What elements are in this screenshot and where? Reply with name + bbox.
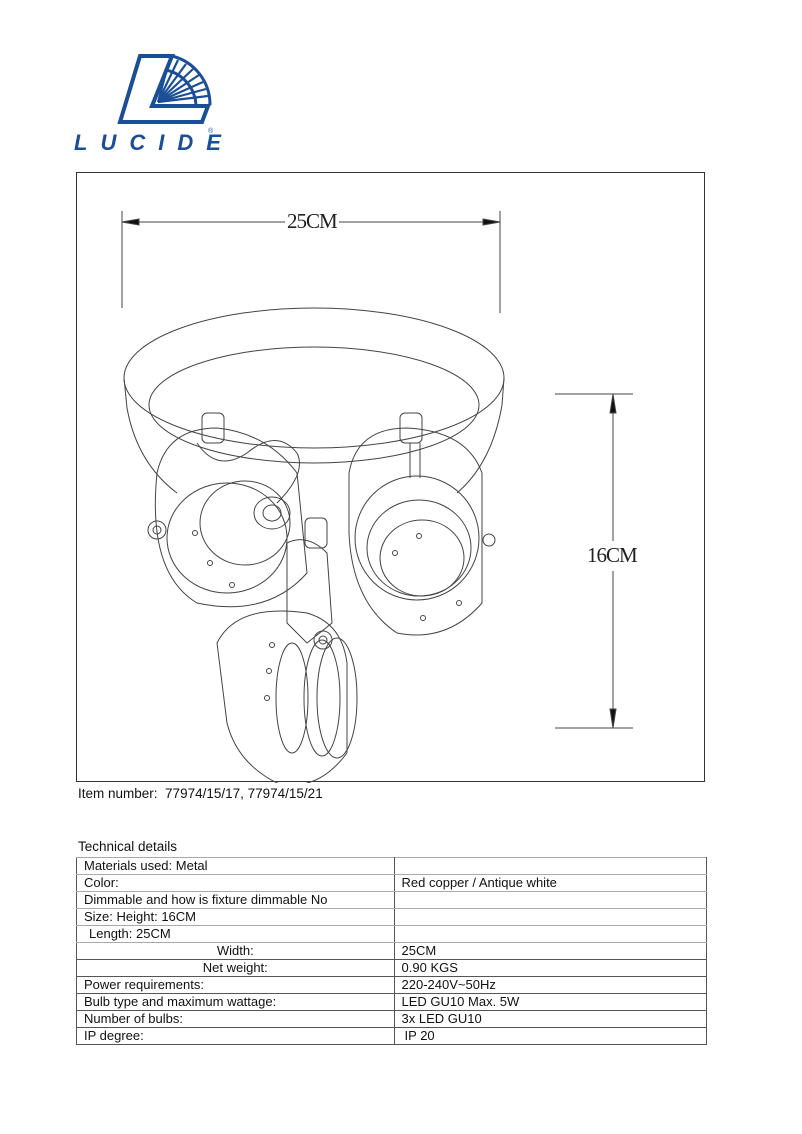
table-row: Bulb type and maximum wattage: LED GU10 … bbox=[76, 993, 708, 1011]
table-row: Number of bulbs: 3x LED GU10 bbox=[76, 1010, 708, 1028]
lucide-logo-icon bbox=[117, 54, 212, 124]
spec-label: Bulb type and maximum wattage: bbox=[76, 993, 395, 1011]
item-number-label: Item number: bbox=[78, 786, 158, 801]
item-number: Item number: 77974/15/17, 77974/15/21 bbox=[78, 786, 323, 801]
spec-value: LED GU10 Max. 5W bbox=[393, 993, 708, 1011]
height-dimension-label: 16CM bbox=[585, 543, 639, 568]
spec-value: 3x LED GU10 bbox=[393, 1010, 708, 1028]
spec-value bbox=[393, 857, 708, 875]
spec-label: Size: Height: 16CM bbox=[76, 908, 395, 926]
spec-value: 220-240V~50Hz bbox=[393, 976, 708, 994]
brand-name: LUCIDE bbox=[74, 130, 234, 155]
spec-label: Dimmable and how is fixture dimmable No bbox=[76, 891, 395, 909]
spec-value: 0.90 KGS bbox=[393, 959, 708, 977]
spec-label: Power requirements: bbox=[76, 976, 395, 994]
spec-value bbox=[393, 891, 708, 909]
spec-label: IP degree: bbox=[76, 1027, 395, 1045]
table-row: IP degree: IP 20 bbox=[76, 1027, 708, 1045]
table-row: Size: Height: 16CM bbox=[76, 908, 708, 926]
width-dimension-label: 25CM bbox=[285, 209, 339, 234]
table-row: Net weight: 0.90 KGS bbox=[76, 959, 708, 977]
technical-details-title: Technical details bbox=[78, 839, 178, 854]
table-row: Color: Red copper / Antique white bbox=[76, 874, 708, 892]
table-row: Dimmable and how is fixture dimmable No bbox=[76, 891, 708, 909]
spec-value: 25CM bbox=[393, 942, 708, 960]
product-drawing-frame: 25CM 16CM bbox=[76, 172, 705, 783]
spec-label: Materials used: Metal bbox=[76, 857, 395, 875]
spec-label: Color: bbox=[76, 874, 395, 892]
registered-mark: ® bbox=[208, 128, 214, 135]
spec-value: Red copper / Antique white bbox=[393, 874, 708, 892]
spec-value: IP 20 bbox=[393, 1027, 708, 1045]
fixture-line-drawing bbox=[121, 211, 633, 783]
spec-label: Length: 25CM bbox=[76, 925, 395, 943]
spec-label: Number of bulbs: bbox=[76, 1010, 395, 1028]
table-row: Power requirements: 220-240V~50Hz bbox=[76, 976, 708, 994]
spec-label: Width: bbox=[76, 942, 395, 960]
brand-logo: LUCIDE ® bbox=[68, 52, 228, 162]
item-number-value: 77974/15/17, 77974/15/21 bbox=[165, 786, 323, 801]
table-row: Materials used: Metal bbox=[76, 857, 708, 875]
table-row: Length: 25CM bbox=[76, 925, 708, 943]
technical-details-table: Materials used: Metal Color: Red copper … bbox=[76, 857, 708, 1045]
spec-label: Net weight: bbox=[76, 959, 395, 977]
spec-value bbox=[393, 908, 708, 926]
spec-value bbox=[393, 925, 708, 943]
table-row: Width: 25CM bbox=[76, 942, 708, 960]
